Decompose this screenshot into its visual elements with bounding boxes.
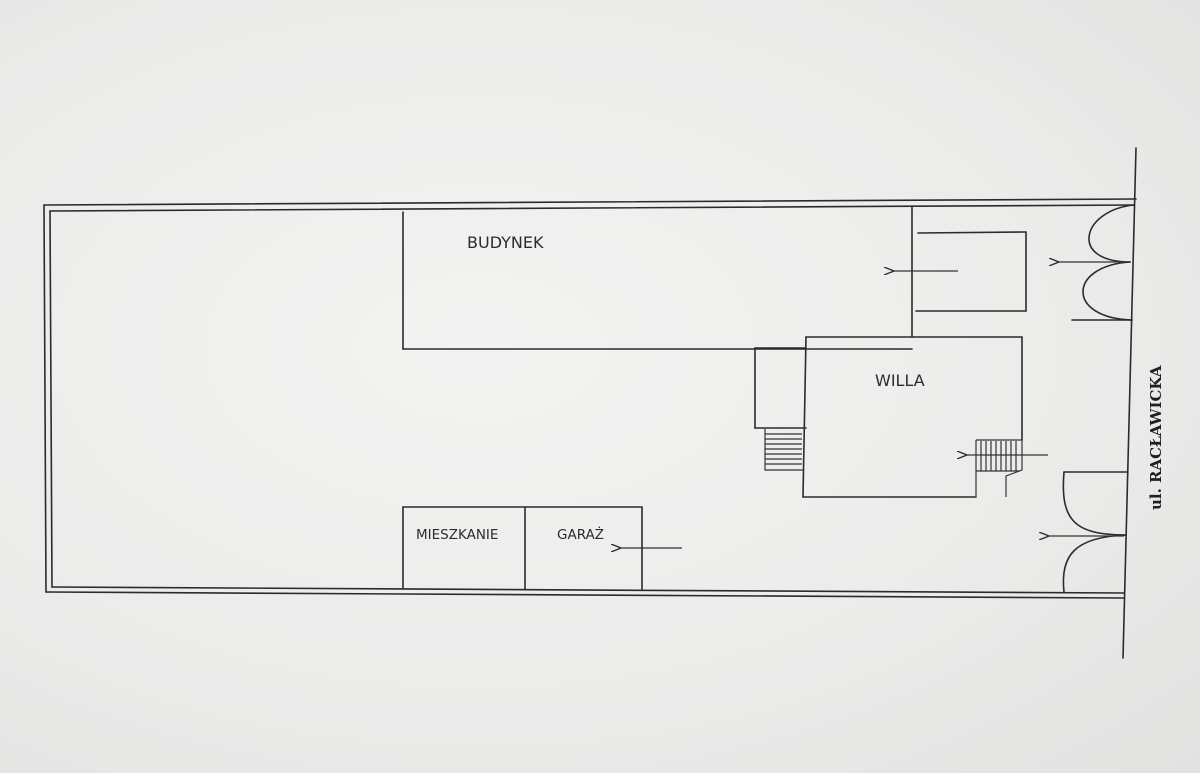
left-stairs (764, 429, 803, 471)
right-stairs (966, 439, 1048, 497)
upper-gate (1058, 204, 1135, 321)
budynek-building (402, 206, 913, 350)
lower-gate (1048, 471, 1129, 593)
label-garaz: GARAŻ (557, 525, 604, 543)
willa-building (754, 336, 1023, 498)
street-line (1122, 147, 1137, 659)
gate-passage (893, 231, 1027, 312)
label-mieszkanie: MIESZKANIE (416, 527, 498, 543)
label-budynek: BUDYNEK (467, 233, 544, 252)
label-willa: WILLA (875, 371, 925, 390)
label-street: ul. RACŁAWICKA (1147, 365, 1165, 510)
plot-boundary (43, 198, 1137, 599)
mieszkanie-garaz-building (402, 506, 682, 591)
